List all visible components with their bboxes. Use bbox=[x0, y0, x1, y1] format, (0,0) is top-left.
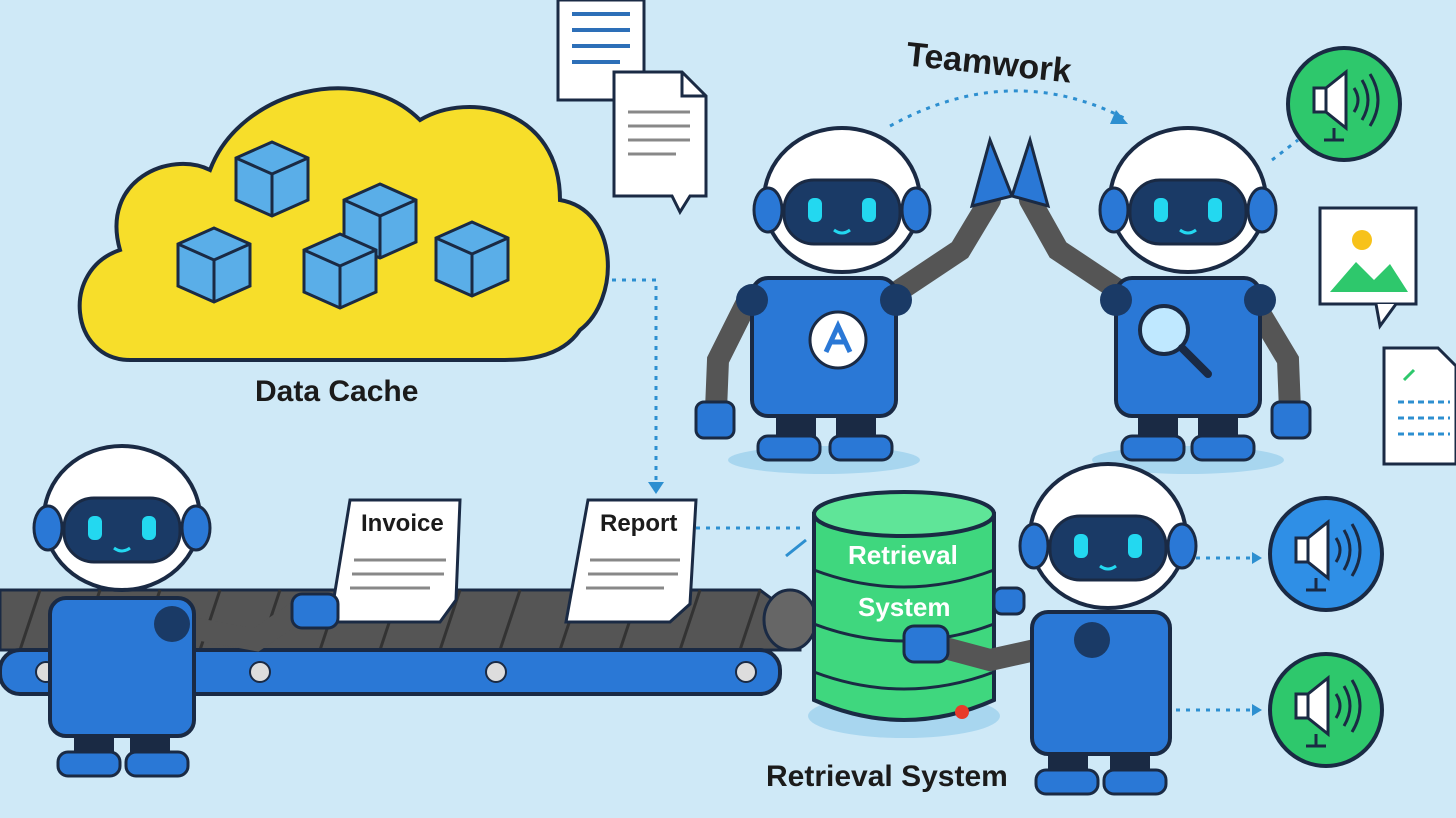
arrow-head bbox=[1252, 552, 1262, 564]
image-icon bbox=[1318, 206, 1418, 330]
data-cube bbox=[176, 226, 252, 304]
arrow-head bbox=[1252, 704, 1262, 716]
robot-right-highfive bbox=[1010, 126, 1312, 474]
speaker-icon bbox=[1268, 496, 1384, 612]
flow-arrow bbox=[785, 538, 807, 558]
robot-left-highfive bbox=[694, 126, 1015, 474]
report-label: Report bbox=[600, 510, 678, 537]
arrow-head bbox=[648, 482, 664, 494]
data-cache-label: Data Cache bbox=[255, 375, 419, 408]
data-cube bbox=[434, 220, 510, 298]
flow-arrow bbox=[612, 278, 658, 486]
database-label-line-1: Retrieval bbox=[848, 540, 958, 570]
data-cube bbox=[234, 140, 310, 218]
document-icon bbox=[612, 70, 708, 216]
arrow-head bbox=[1110, 110, 1128, 124]
robot-conveyor-operator bbox=[32, 444, 340, 778]
report-document bbox=[564, 498, 698, 624]
retrieval-system-caption: Retrieval System bbox=[766, 760, 1008, 793]
data-cube bbox=[302, 232, 378, 310]
robot-retrieval-operator bbox=[902, 462, 1198, 796]
teamwork-arrow bbox=[889, 89, 1125, 128]
speaker-icon bbox=[1268, 652, 1384, 768]
invoice-label: Invoice bbox=[361, 510, 444, 537]
document-icon bbox=[1382, 346, 1456, 466]
invoice-document bbox=[328, 498, 462, 624]
speaker-icon bbox=[1286, 46, 1402, 162]
database-label-line-2: System bbox=[858, 592, 951, 622]
search-icon bbox=[1138, 304, 1212, 378]
